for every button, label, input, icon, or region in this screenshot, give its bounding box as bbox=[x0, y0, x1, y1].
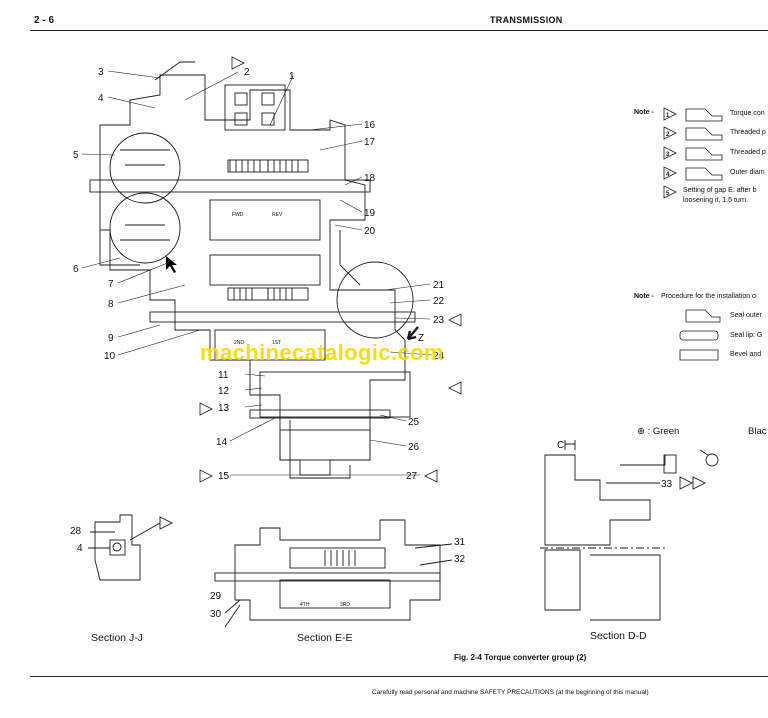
section-jj-label: Section J-J bbox=[91, 632, 143, 644]
callout-10: 10 bbox=[104, 351, 116, 362]
callout-2: 2 bbox=[244, 67, 250, 78]
section-title: TRANSMISSION bbox=[490, 15, 563, 25]
callout-23: 23 bbox=[433, 315, 445, 326]
callout-21: 21 bbox=[433, 280, 445, 291]
page-number: 2 - 6 bbox=[34, 15, 55, 26]
callout-27: 27 bbox=[406, 471, 418, 482]
svg-text:1: 1 bbox=[666, 113, 670, 119]
svg-text:4: 4 bbox=[666, 172, 670, 178]
label-3rd: 3RD bbox=[340, 602, 350, 608]
footer-rule bbox=[30, 676, 768, 677]
label-4th: 4TH bbox=[300, 602, 310, 608]
callout-3: 3 bbox=[98, 67, 104, 78]
callout-4b: 4 bbox=[77, 543, 83, 554]
callout-15: 15 bbox=[218, 471, 230, 482]
pump-body bbox=[224, 84, 286, 131]
note-a-5: Setting of gap E: after b bbox=[683, 187, 757, 194]
callout-19: 19 bbox=[364, 208, 376, 219]
dim-c-label: C bbox=[557, 440, 564, 451]
svg-text:5: 5 bbox=[666, 191, 670, 197]
label-rev: REV bbox=[272, 212, 283, 218]
callout-28: 28 bbox=[70, 526, 82, 537]
callout-14: 14 bbox=[216, 437, 228, 448]
housing-outline bbox=[99, 74, 406, 476]
callout-33: 33 bbox=[661, 479, 673, 490]
callout-9: 9 bbox=[108, 333, 114, 344]
notes-b-label: Note - bbox=[634, 293, 654, 300]
svg-text:3: 3 bbox=[666, 152, 670, 158]
section-dd-label: Section D-D bbox=[590, 630, 647, 642]
footer-text: Carefully read personal and machine SAFE… bbox=[372, 689, 649, 696]
callout-5: 5 bbox=[73, 150, 79, 161]
callout-6: 6 bbox=[73, 264, 79, 275]
note-a-1: Torque con bbox=[730, 110, 765, 117]
callout-26: 26 bbox=[408, 442, 420, 453]
callout-1: 1 bbox=[289, 71, 295, 82]
svg-text:2: 2 bbox=[666, 132, 670, 138]
callout-16: 16 bbox=[364, 120, 376, 131]
figure-caption: Fig. 2-4 Torque converter group (2) bbox=[454, 653, 587, 662]
note-b-3: Bevel and bbox=[730, 351, 762, 358]
watermark: machinecatalogic.com bbox=[200, 340, 444, 365]
callout-17: 17 bbox=[364, 137, 376, 148]
note-b-1: Seal outer bbox=[730, 312, 762, 319]
header-rule bbox=[30, 30, 768, 31]
input-shaft bbox=[89, 179, 371, 193]
view-marker-z: Z bbox=[418, 333, 424, 344]
torque-converter bbox=[109, 132, 181, 204]
callout-7: 7 bbox=[108, 279, 114, 290]
callout-12: 12 bbox=[218, 386, 230, 397]
note-a-2: Threaded p bbox=[730, 129, 766, 136]
callout-30: 30 bbox=[210, 609, 222, 620]
callout-4: 4 bbox=[98, 93, 104, 104]
label-fwd: FWD bbox=[232, 212, 244, 218]
notes-a-label: Note - bbox=[634, 109, 654, 116]
output-shaft bbox=[249, 409, 391, 419]
detail-circle bbox=[336, 261, 414, 339]
callout-13: 13 bbox=[218, 403, 230, 414]
callout-31: 31 bbox=[454, 537, 466, 548]
callout-22: 22 bbox=[433, 296, 445, 307]
notes-b-title: Procedure for the installation o bbox=[661, 293, 756, 300]
callout-25: 25 bbox=[408, 417, 420, 428]
note-a-3: Threaded p bbox=[730, 149, 766, 156]
legend-black: Blac bbox=[748, 426, 767, 437]
label-2nd: 2ND bbox=[234, 340, 244, 346]
lower-shaft bbox=[149, 311, 416, 323]
note-b-2: Seal lip: G bbox=[730, 332, 763, 339]
callout-29: 29 bbox=[210, 591, 222, 602]
callout-8: 8 bbox=[108, 299, 114, 310]
callout-11: 11 bbox=[218, 370, 229, 381]
callout-18: 18 bbox=[364, 173, 376, 184]
clutch-pack-rev bbox=[267, 159, 309, 173]
legend-green: ⊕ : Green bbox=[637, 426, 680, 437]
note-a-5-line2: loosening it, 1.5 turn. bbox=[683, 197, 748, 204]
label-1st: 1ST bbox=[272, 340, 281, 346]
callout-32: 32 bbox=[454, 554, 466, 565]
section-ee-label: Section E-E bbox=[297, 632, 353, 644]
note-a-4: Outer diam bbox=[730, 169, 765, 176]
callout-24: 24 bbox=[433, 351, 445, 362]
callout-20: 20 bbox=[364, 226, 376, 237]
